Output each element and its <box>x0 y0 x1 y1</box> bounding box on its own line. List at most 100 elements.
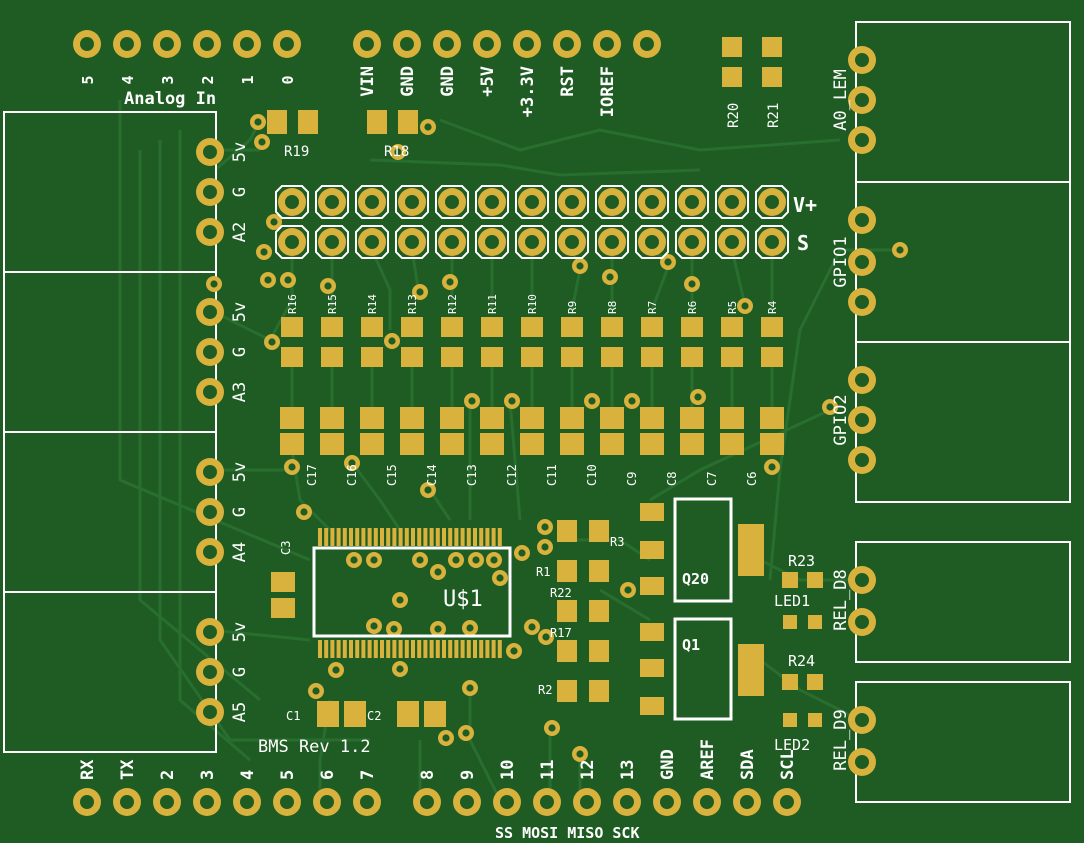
via-41-hole <box>370 622 378 630</box>
transistor-pad-1 <box>640 541 664 559</box>
capacitor-C8-pad-a <box>640 407 664 429</box>
capacitor-C14-pad-a <box>400 407 424 429</box>
capacitor-C17-pad-a <box>280 407 304 429</box>
left-connector-1-pin-1-hole <box>203 345 217 359</box>
via-18-hole <box>468 397 476 405</box>
pin-row-v-1-hole <box>325 195 339 209</box>
left-connector-0-label-2: A2 <box>230 222 250 242</box>
ic-pin-bottom <box>460 640 465 658</box>
ic-pin-top <box>349 528 353 546</box>
ic-pin-top <box>479 528 484 546</box>
pin-row-outline <box>675 225 709 259</box>
pin-row-v-5-hole <box>485 195 499 209</box>
header-label-analog-4: 4 <box>119 75 137 84</box>
ic-pin-bottom <box>485 640 490 658</box>
pin-row-outline <box>315 225 349 259</box>
resistor-R6-pad-a <box>681 317 703 337</box>
via-55-hole <box>576 750 584 758</box>
pin-row-v-2-hole <box>365 195 379 209</box>
header-pin-digital-8-hole <box>420 795 434 809</box>
capacitor-C15-pad-a <box>360 407 384 429</box>
pin-row-outline <box>555 185 589 219</box>
pin-row-outline <box>475 225 509 259</box>
right-connector-label-4: REL_D9 <box>831 709 851 770</box>
resistor-R7-pad-a <box>641 317 663 337</box>
resistor-R21-pad-b <box>762 67 782 87</box>
label-r20: R20 <box>726 103 742 128</box>
header-pin-digital-13-hole <box>620 795 634 809</box>
label-r3: R3 <box>610 535 624 549</box>
capacitor-label-C6: C6 <box>745 472 759 486</box>
left-connector-2-label-1: G <box>230 507 250 517</box>
pad-layer <box>73 30 908 816</box>
q1-outline <box>673 617 733 721</box>
capacitor-C3-pad-a <box>271 572 295 592</box>
pin-row-v-0-hole <box>285 195 299 209</box>
ic-pin-bottom <box>497 640 502 658</box>
via-28-hole <box>300 508 308 516</box>
resistor-label-R11: R11 <box>486 294 499 314</box>
ic-pin-bottom <box>367 640 372 658</box>
via-35-hole <box>434 568 442 576</box>
led1-pad-a <box>783 615 797 629</box>
resistor-label-R5: R5 <box>726 301 739 314</box>
capacitor-label-C10: C10 <box>585 464 599 486</box>
header-pin-digital-0-hole <box>80 795 94 809</box>
ic-pin-bottom <box>448 640 453 658</box>
pin-row-s-8-hole <box>605 235 619 249</box>
capacitor-C14-pad-b <box>400 433 424 455</box>
via-13-hole <box>664 258 672 266</box>
pin-row-label-top: V+ <box>793 193 817 217</box>
ic-outline <box>312 546 512 638</box>
left-connector-0-pin-2-hole <box>203 225 217 239</box>
led2-pad-a <box>783 713 797 727</box>
pin-row-v-4-hole <box>445 195 459 209</box>
header-pin-digital-12-hole <box>580 795 594 809</box>
header-pin-digital-9-hole <box>460 795 474 809</box>
right-connector-0-pin-2-hole <box>855 133 869 147</box>
capacitor-C6-pad-a <box>720 407 744 429</box>
left-connector-0-pin-1-hole <box>203 185 217 199</box>
resistor-R8-pad-a <box>601 317 623 337</box>
header-label-digital-13: 13 <box>618 760 638 780</box>
resistor-label-R4: R4 <box>766 300 779 314</box>
header-label-digital-15: AREF <box>698 739 718 780</box>
via-27-hole <box>768 463 776 471</box>
capacitor-label-C7: C7 <box>705 472 719 486</box>
header-pin-digital-15-hole <box>700 795 714 809</box>
via-16-hole <box>268 338 276 346</box>
r23-pad-a <box>782 572 798 588</box>
pin-row-s-1-hole <box>325 235 339 249</box>
resistor-misc-pad-4 <box>557 600 577 622</box>
via-0-hole <box>254 118 262 126</box>
ic-pin-top <box>367 528 372 546</box>
header-label-digital-10: 10 <box>498 760 518 780</box>
header-pin-digital-3-hole <box>200 795 214 809</box>
header-pin-digital-2-hole <box>160 795 174 809</box>
header-label-digital-0: RX <box>78 759 98 780</box>
label-r22: R22 <box>550 586 572 600</box>
label-r19: R19 <box>284 144 309 160</box>
label-r17: R17 <box>550 626 572 640</box>
ic-pin-bottom <box>361 640 366 658</box>
via-48-hole <box>332 666 340 674</box>
resistor-R14-pad-a <box>361 317 383 337</box>
ic-pin-bottom <box>336 640 341 658</box>
capacitor-extra-pad-b <box>760 433 784 455</box>
resistor-R8-pad-b <box>601 347 623 367</box>
header-pin-digital-7-hole <box>360 795 374 809</box>
header-pin-analog-5-hole <box>80 37 94 51</box>
header-label-digital-9: 9 <box>458 770 478 780</box>
header-pin-power-2-hole <box>440 37 454 51</box>
resistor-label-R10: R10 <box>526 294 539 314</box>
header-label-power-6: IOREF <box>598 66 618 117</box>
header-pin-analog-2-hole <box>200 37 214 51</box>
resistor-misc-pad-0 <box>557 520 577 542</box>
header-pin-digital-6-hole <box>320 795 334 809</box>
ic-pin-bottom <box>398 640 403 658</box>
ic-pin-bottom <box>479 640 484 658</box>
header-label-power-0: VIN <box>358 66 378 97</box>
resistor-R20-pad-a <box>722 37 742 57</box>
pin-row-v-8-hole <box>605 195 619 209</box>
resistor-R9-pad-b <box>561 347 583 367</box>
